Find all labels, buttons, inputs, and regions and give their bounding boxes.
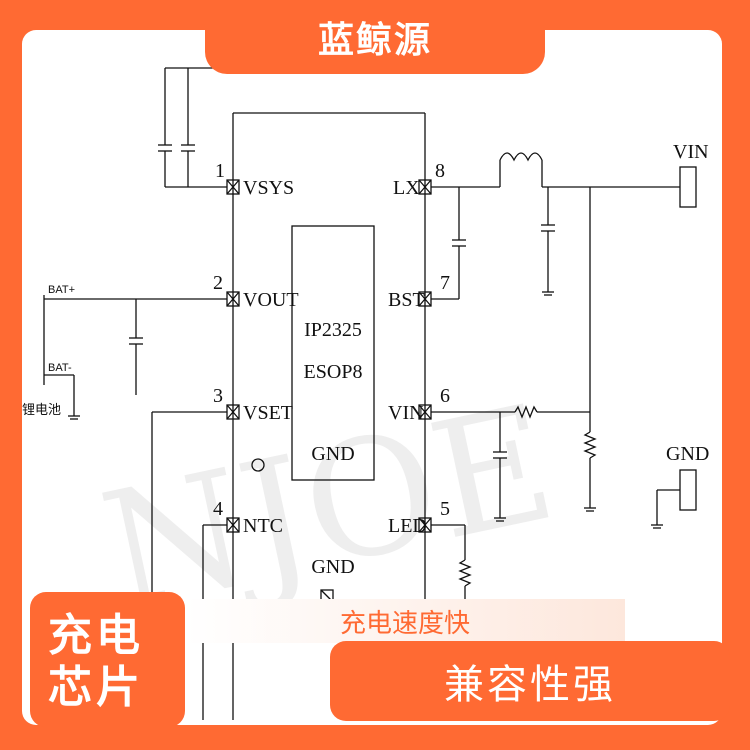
product-line-2: 芯片 (48, 662, 144, 713)
bat-plus-label: BAT+ (48, 284, 75, 296)
pin-3-number: 3 (213, 385, 223, 407)
pin-led-label: LED (388, 515, 427, 537)
pin-vin-label: VIN (388, 402, 424, 424)
product-category-badge: 充电 芯片 (30, 592, 185, 727)
pin-1-number: 1 (215, 160, 225, 182)
pin-vset-label: VSET (243, 402, 293, 424)
pin-4-number: 4 (213, 498, 223, 520)
chip-package: ESOP8 (304, 361, 363, 383)
pin-2-number: 2 (213, 272, 223, 294)
pin-vout-label: VOUT (243, 289, 299, 311)
gnd-connector (679, 469, 697, 511)
brand-title: 蓝鲸源 (205, 0, 545, 74)
battery-label: 锂电池 (22, 402, 61, 417)
pin-8-number: 8 (435, 160, 445, 182)
vout-battery-net (43, 295, 227, 420)
pin-bst-label: BST (388, 289, 425, 311)
feature-compatibility: 兼容性强 (330, 641, 730, 721)
vin-connector (679, 166, 697, 208)
pin-5-number: 5 (440, 498, 450, 520)
chip-bottom-gnd: GND (311, 556, 354, 578)
chip-part-number: IP2325 (304, 319, 362, 341)
pin-lx-label: LX (393, 177, 420, 199)
pin-ntc-label: NTC (243, 515, 283, 537)
product-line-1: 充电 (48, 610, 144, 661)
lx-inductor-net (431, 152, 680, 412)
feature-fast-charging: 充电速度快 (185, 599, 625, 643)
vin-pin-net (431, 405, 597, 522)
vin-net-label: VIN (673, 141, 709, 163)
pin-6-number: 6 (440, 385, 450, 407)
thermal-pad (291, 225, 375, 481)
chip-pad-gnd: GND (311, 443, 354, 465)
pin-7-number: 7 (440, 272, 450, 294)
gnd-net-label: GND (666, 443, 709, 465)
bat-minus-label: BAT- (48, 362, 72, 374)
pin-vsys-label: VSYS (243, 177, 294, 199)
marker-circle (251, 458, 265, 472)
